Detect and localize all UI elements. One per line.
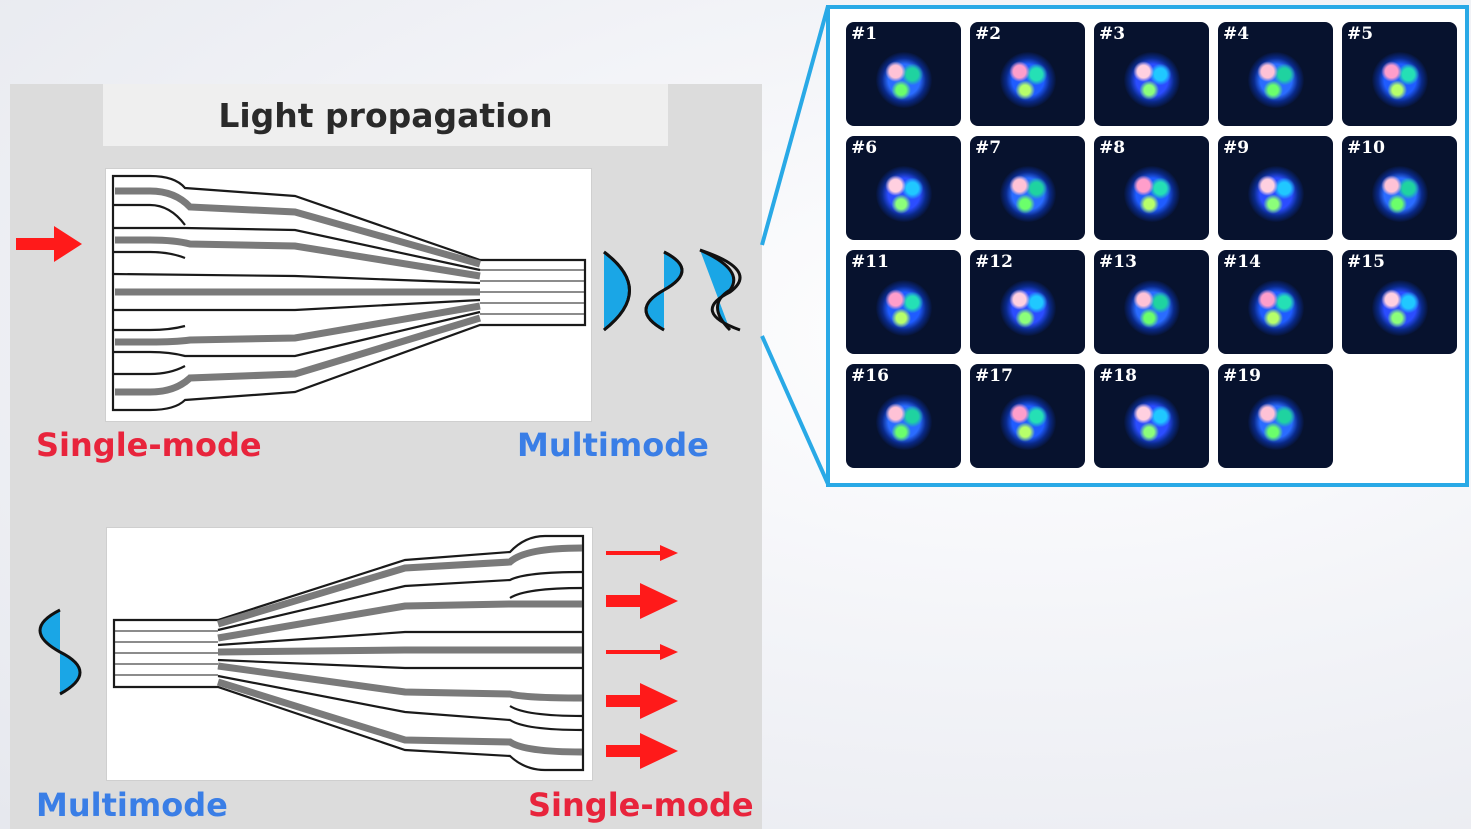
mode-pattern-tile: #11 bbox=[846, 250, 961, 354]
mode-intensity-image bbox=[1247, 166, 1304, 223]
bottom-right-label: Single-mode bbox=[528, 786, 754, 824]
zoom-line-bottom bbox=[760, 335, 830, 485]
mode-pattern-tile: #14 bbox=[1218, 250, 1333, 354]
mode-intensity-image bbox=[999, 280, 1056, 337]
input-mode-profile-icon bbox=[38, 608, 82, 696]
mode-pattern-tile: #10 bbox=[1342, 136, 1457, 240]
mode-pattern-tile: #9 bbox=[1218, 136, 1333, 240]
mode-pattern-tile: #4 bbox=[1218, 22, 1333, 126]
mode-pattern-tile: #1 bbox=[846, 22, 961, 126]
mode-pattern-label: #4 bbox=[1223, 24, 1250, 44]
mode-intensity-image bbox=[1123, 166, 1180, 223]
top-left-label: Single-mode bbox=[36, 426, 262, 464]
mode-intensity-image bbox=[999, 394, 1056, 451]
mode-pattern-label: #5 bbox=[1347, 24, 1374, 44]
mode-pattern-tile: #7 bbox=[970, 136, 1085, 240]
mode-intensity-image bbox=[875, 394, 932, 451]
output-arrows bbox=[606, 545, 678, 769]
mode-pattern-label: #16 bbox=[851, 366, 889, 386]
top-right-label: Multimode bbox=[517, 426, 709, 464]
mode-intensity-image bbox=[999, 52, 1056, 109]
mode-pattern-label: #17 bbox=[975, 366, 1013, 386]
zoom-line-top bbox=[760, 5, 830, 246]
bottom-waveguide-cores bbox=[216, 544, 583, 756]
mode-pattern-label: #12 bbox=[975, 252, 1013, 272]
mode-intensity-image bbox=[875, 166, 932, 223]
mode-intensity-image bbox=[1247, 280, 1304, 337]
mode-pattern-tile: #8 bbox=[1094, 136, 1209, 240]
mode-pattern-tile: #19 bbox=[1218, 364, 1333, 468]
mode-pattern-label: #18 bbox=[1099, 366, 1137, 386]
bottom-left-label: Multimode bbox=[36, 786, 228, 824]
mode-intensity-image bbox=[1247, 394, 1304, 451]
mode-pattern-label: #9 bbox=[1223, 138, 1250, 158]
mode-pattern-label: #10 bbox=[1347, 138, 1385, 158]
mode-pattern-label: #15 bbox=[1347, 252, 1385, 272]
top-multimode-lines bbox=[480, 269, 585, 315]
mode-pattern-tile: #6 bbox=[846, 136, 961, 240]
mode-pattern-tile: #15 bbox=[1342, 250, 1457, 354]
mode-pattern-tile: #5 bbox=[1342, 22, 1457, 126]
mode-intensity-image bbox=[999, 166, 1056, 223]
bottom-waveguides bbox=[112, 534, 585, 772]
mode-pattern-tile: #2 bbox=[970, 22, 1085, 126]
mode-pattern-label: #3 bbox=[1099, 24, 1126, 44]
mode-intensity-image bbox=[1371, 166, 1428, 223]
mode-intensity-image bbox=[1371, 280, 1428, 337]
mode-pattern-tile: #12 bbox=[970, 250, 1085, 354]
mode-pattern-label: #7 bbox=[975, 138, 1002, 158]
top-waveguides bbox=[111, 174, 587, 412]
mode-pattern-tile: #17 bbox=[970, 364, 1085, 468]
mode-intensity-image bbox=[1371, 52, 1428, 109]
top-waveguide-cores bbox=[115, 187, 482, 396]
bottom-multimode-lines bbox=[114, 630, 218, 676]
diagram-title: Light propagation bbox=[103, 84, 668, 146]
mode-pattern-label: #14 bbox=[1223, 252, 1261, 272]
mode-intensity-image bbox=[1123, 280, 1180, 337]
mode-pattern-label: #1 bbox=[851, 24, 878, 44]
mode-pattern-tile: #3 bbox=[1094, 22, 1209, 126]
mode-intensity-image bbox=[1247, 52, 1304, 109]
mode-pattern-tile: #13 bbox=[1094, 250, 1209, 354]
mode-pattern-label: #13 bbox=[1099, 252, 1137, 272]
mode-intensity-image bbox=[875, 52, 932, 109]
mode-profile-icons bbox=[603, 248, 742, 332]
mode-pattern-tile: #16 bbox=[846, 364, 961, 468]
mode-intensity-image bbox=[1123, 394, 1180, 451]
mode-intensity-image bbox=[1123, 52, 1180, 109]
mode-pattern-label: #2 bbox=[975, 24, 1002, 44]
mode-pattern-label: #8 bbox=[1099, 138, 1126, 158]
mode-patterns-panel: #1 #2 #3 #4 #5 #6 #7 #8 #9 #10 #11 #12 #13 #14 #15 #16 #… bbox=[826, 5, 1469, 487]
mode-pattern-label: #11 bbox=[851, 252, 889, 272]
mode-intensity-image bbox=[875, 280, 932, 337]
mode-pattern-label: #19 bbox=[1223, 366, 1261, 386]
mode-pattern-tile: #18 bbox=[1094, 364, 1209, 468]
input-arrow bbox=[16, 226, 82, 262]
mode-pattern-label: #6 bbox=[851, 138, 878, 158]
